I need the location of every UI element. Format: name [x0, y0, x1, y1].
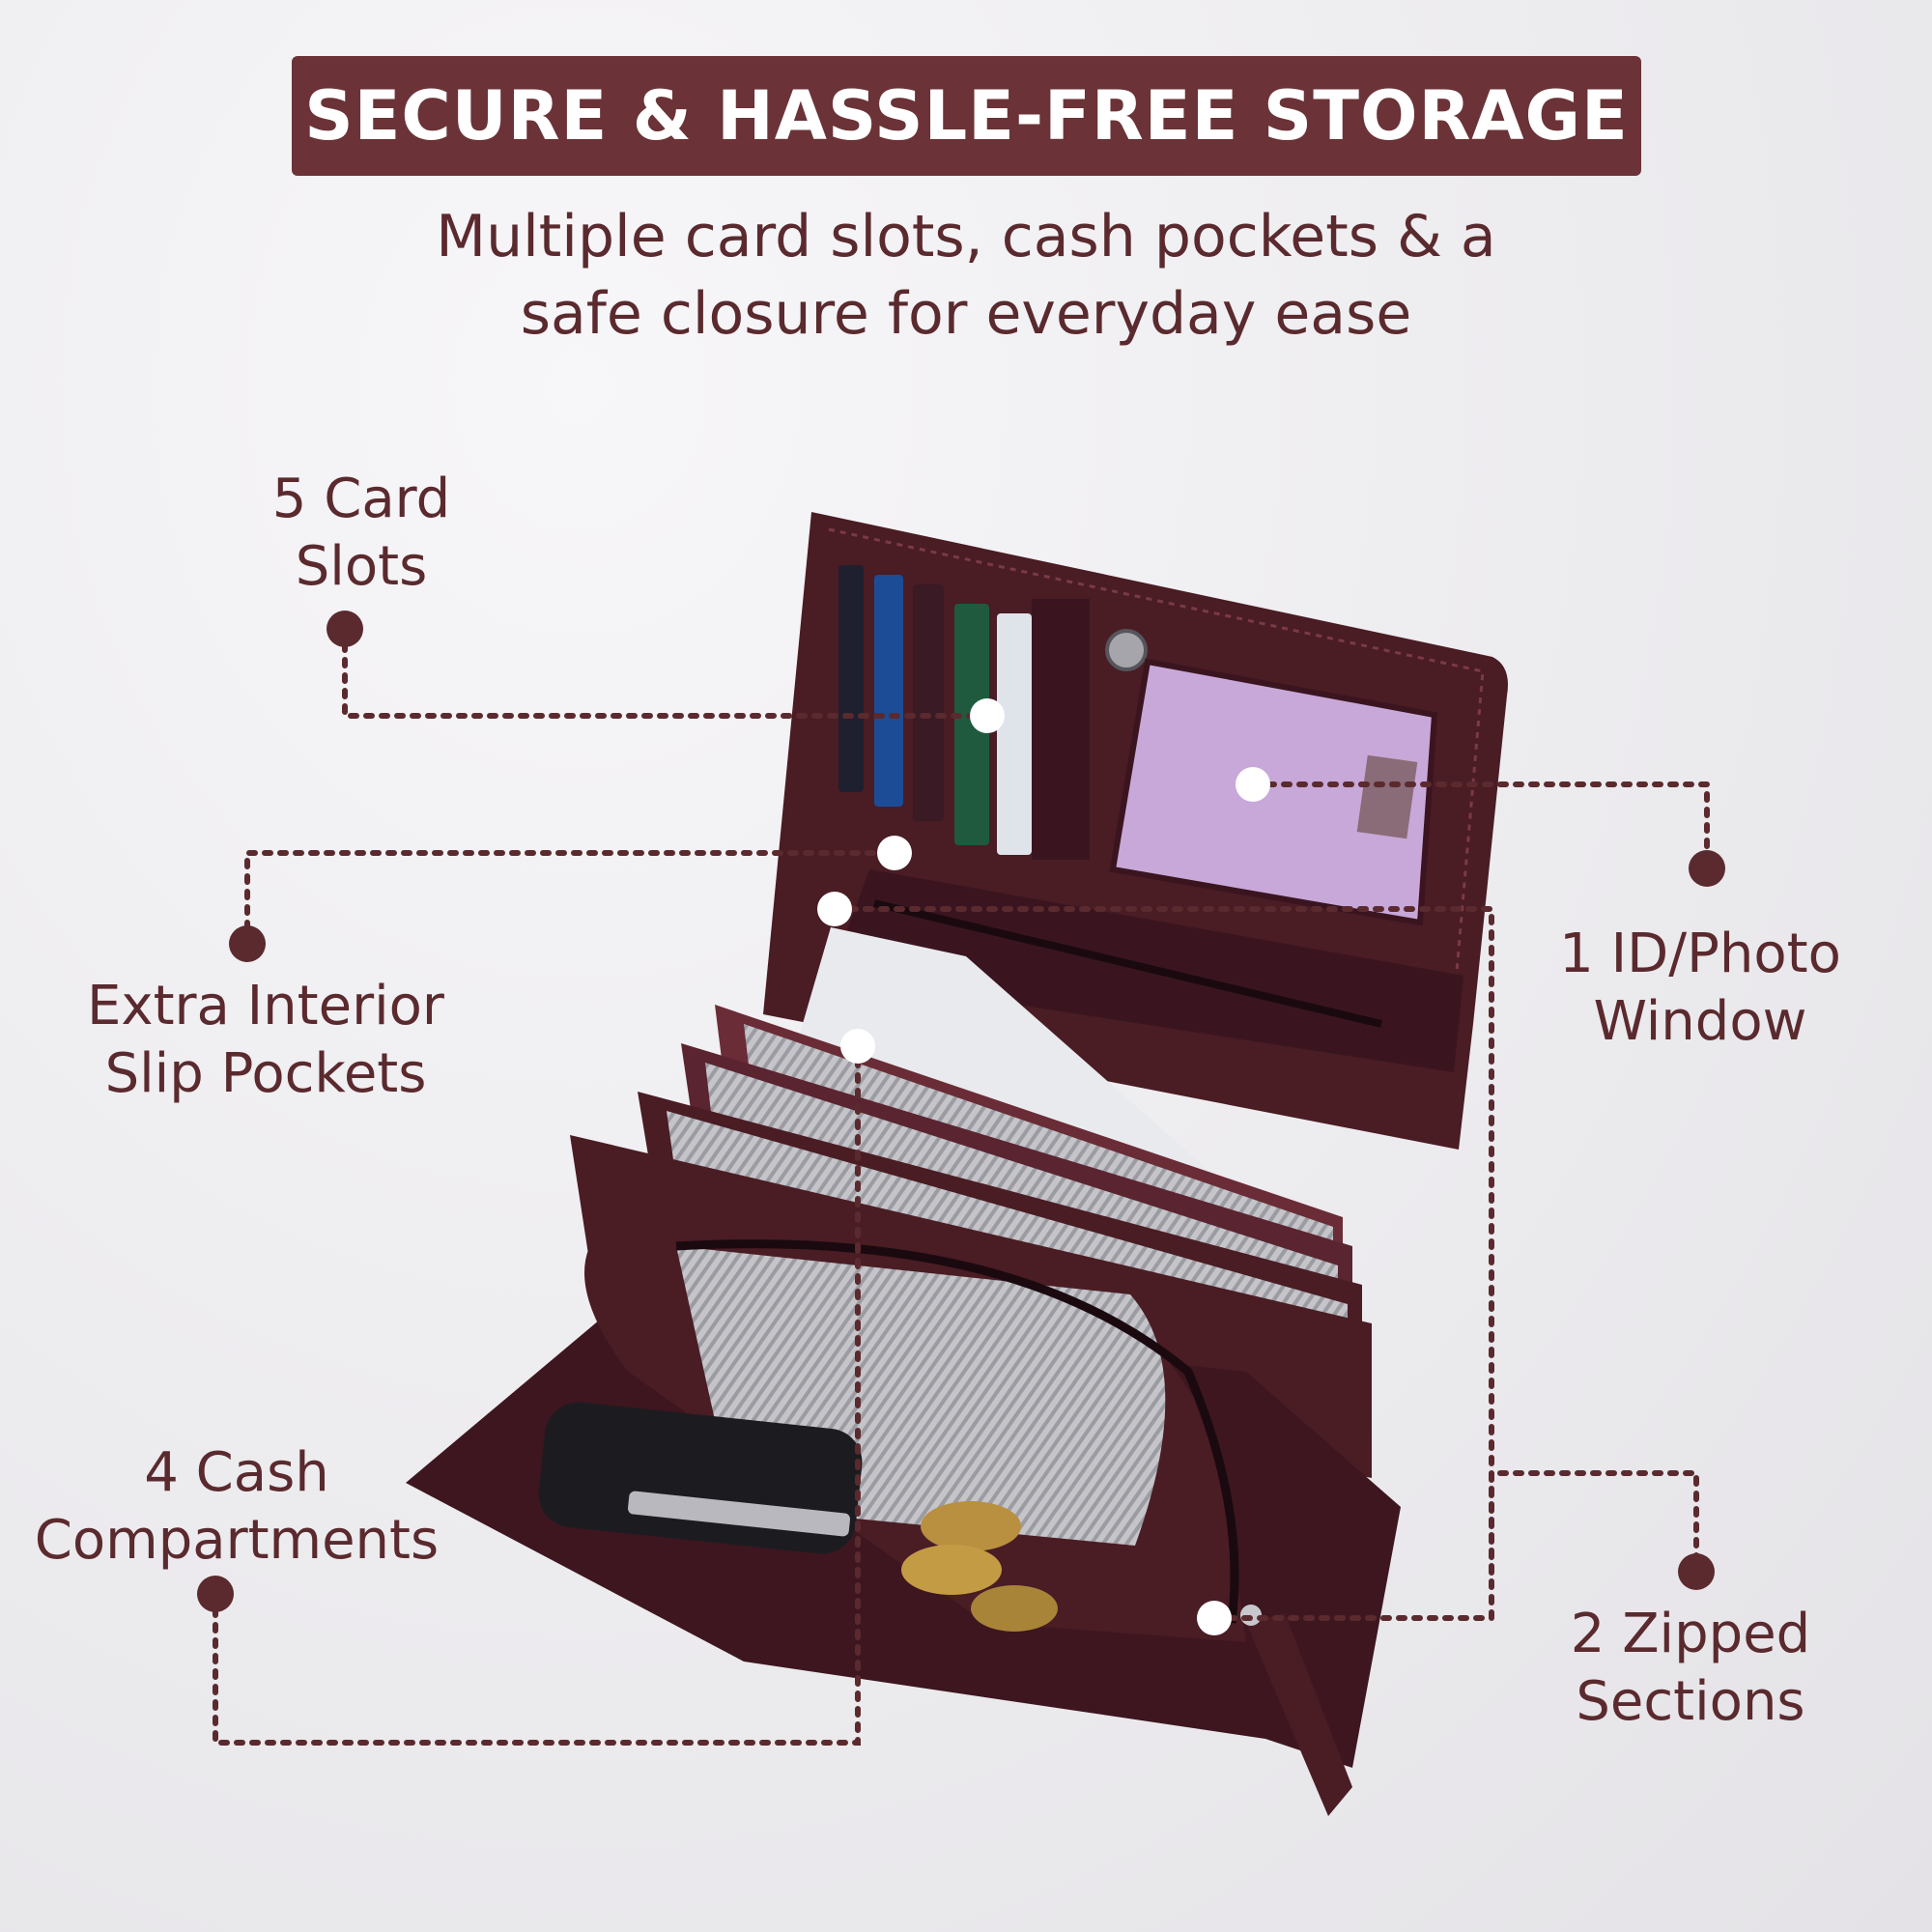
- page-title: SECURE & HASSLE-FREE STORAGE: [304, 76, 1629, 156]
- card-slots: [838, 565, 1090, 860]
- snap-button: [1105, 629, 1148, 671]
- title-banner: SECURE & HASSLE-FREE STORAGE: [292, 56, 1641, 176]
- id-window: [1109, 658, 1438, 926]
- label-card-slots: 5 Card Slots: [271, 468, 451, 598]
- flap-stitch: [828, 527, 1485, 1006]
- leader-lines: [213, 626, 1710, 1746]
- label-dots: [197, 611, 1725, 1612]
- leader-id-window: [1250, 781, 1710, 871]
- wallet-dots: [817, 698, 1270, 1635]
- label-zipped-sections: 2 Zipped Sections: [1570, 1603, 1811, 1733]
- label-slip-pockets: Extra Interior Slip Pockets: [87, 975, 444, 1105]
- coins: [901, 1501, 1058, 1632]
- subtitle-line-2: safe closure for everyday ease: [520, 280, 1412, 348]
- leader-cash-compartments: [213, 1043, 861, 1746]
- leader-zipped-main: [832, 906, 1494, 1621]
- zipper-tab: [1246, 1613, 1352, 1816]
- leader-slip-pockets: [244, 850, 897, 947]
- label-cash-compartments: 4 Cash Compartments: [34, 1441, 440, 1572]
- leader-zipped-sections: [1489, 1470, 1699, 1576]
- subtitle-line-1: Multiple card slots, cash pockets & a: [436, 203, 1496, 270]
- leader-card-slots: [342, 626, 990, 719]
- subtitle: Multiple card slots, cash pockets & a sa…: [193, 198, 1739, 353]
- label-id-window: 1 ID/Photo Window: [1559, 923, 1841, 1053]
